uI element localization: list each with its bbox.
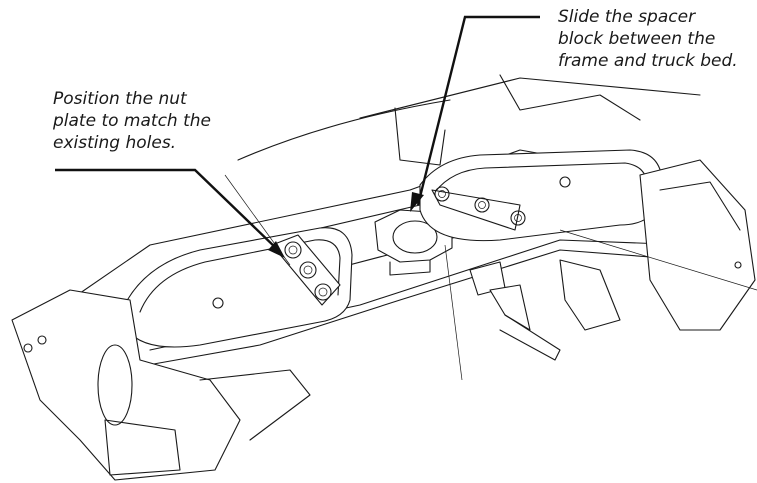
left-rail-hole-2 (23, 343, 33, 353)
right-frame-rail (639, 159, 756, 331)
spacer-instruction-line-3: frame and truck bed. (558, 51, 738, 71)
nut-plate-instruction-line-1: Position the nut (53, 89, 187, 109)
spacer-instruction-line-1: Slide the spacer (558, 7, 696, 27)
nut-plate-instruction: Position the nut plate to match the exis… (53, 88, 211, 154)
spacer-instruction: Slide the spacer block between the frame… (558, 6, 738, 72)
left-pad-inner (139, 239, 341, 313)
right-nut-plate (431, 189, 521, 231)
hanger-arm (499, 314, 561, 361)
right-nut-plate-bolts (434, 186, 526, 226)
nut-plate-leader (55, 168, 285, 258)
left-pad-hole (212, 297, 224, 309)
spacer-instruction-line-2: block between the (558, 29, 716, 49)
rear-mount-outline (394, 107, 446, 166)
nut-plate-instruction-line-3: existing holes. (53, 133, 177, 153)
hanger-plate (489, 284, 531, 331)
nut-plate-bolts (284, 241, 332, 301)
spacer-side (389, 259, 431, 276)
right-rail-edge (659, 181, 741, 231)
left-frame-rail (11, 289, 241, 481)
left-rail-oval-opening (97, 344, 133, 426)
upper-bracket-line (499, 74, 641, 121)
nut-plate (271, 234, 341, 306)
left-rail-hole-1 (37, 335, 47, 345)
pointer-line-right (559, 229, 757, 291)
left-rail-bracket (104, 419, 181, 476)
right-pad-hole (559, 176, 571, 188)
spacer-hole (392, 220, 438, 254)
spacer-leader (410, 15, 540, 212)
bed-edge-line (237, 99, 451, 161)
right-rail-hole (734, 261, 742, 269)
pointer-line-center (444, 244, 463, 381)
upper-body-line (359, 77, 701, 119)
left-rail-lower-edge (199, 369, 311, 441)
right-bracket (559, 259, 621, 331)
nut-plate-instruction-line-2: plate to match the (53, 111, 211, 131)
